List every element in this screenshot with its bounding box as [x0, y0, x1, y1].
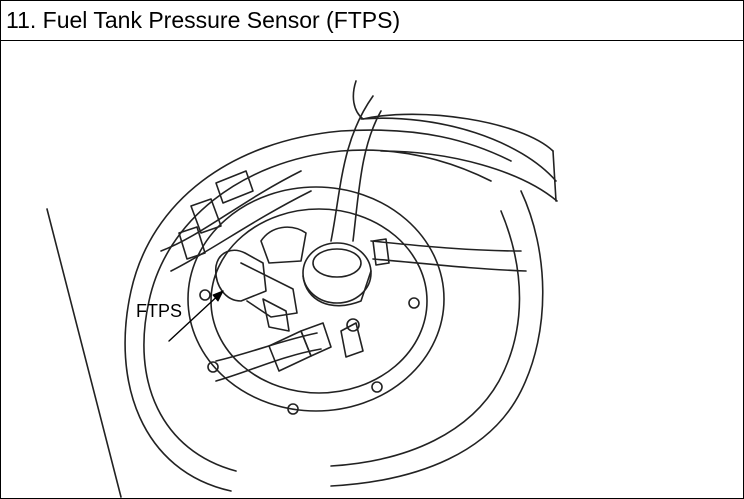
- housing-top-curve-2: [360, 117, 557, 182]
- pump-flange-inner: [210, 208, 428, 394]
- central-cap-top: [312, 248, 362, 278]
- central-cap: [302, 242, 372, 304]
- fuel-pump-assembly-diagram: [46, 80, 558, 498]
- ftps-callout-label: FTPS: [136, 301, 183, 321]
- flange-bolt-1: [199, 289, 211, 301]
- hose-lower-run-2: [215, 332, 318, 362]
- bracket-top: [260, 226, 307, 264]
- hose-upper-left-run: [160, 170, 302, 252]
- hose-upper-left-run-2: [170, 190, 312, 272]
- tank-ring-4: [330, 210, 521, 467]
- fitting-lower-2: [300, 322, 332, 357]
- hose-upper-left: [330, 95, 374, 242]
- flange-bolt-5: [408, 297, 420, 309]
- central-cap-base: [302, 270, 372, 307]
- valve-right: [340, 322, 364, 358]
- pump-flange-outer: [187, 186, 445, 412]
- fitting-mid-left: [178, 226, 206, 260]
- title-bar: 11. Fuel Tank Pressure Sensor (FTPS): [1, 1, 743, 41]
- flange-bolt-4: [371, 381, 383, 393]
- ftps-connector: [262, 298, 290, 332]
- valve-right-cap: [346, 318, 360, 332]
- fitting-upper-left-2: [215, 170, 254, 204]
- page-title: 11. Fuel Tank Pressure Sensor (FTPS): [6, 7, 401, 33]
- tank-outer-ring: [124, 129, 512, 492]
- fitting-lower: [268, 330, 312, 372]
- hose-upper-right: [352, 110, 382, 242]
- hose-right-upper: [370, 240, 522, 252]
- flange-bolt-3: [287, 403, 299, 415]
- hose-right-lower: [372, 258, 527, 272]
- tank-ring-2: [143, 149, 492, 472]
- callout-arrowhead: [212, 290, 224, 302]
- ftps-sensor-bracket: [240, 262, 298, 318]
- flange-bolt-2: [207, 361, 219, 373]
- tank-ring-3: [330, 190, 544, 487]
- fitting-upper-left: [190, 198, 222, 234]
- callout-leader-line: [168, 290, 224, 342]
- body-edge-line: [46, 208, 122, 498]
- hose-lower-run: [215, 348, 322, 382]
- housing-top-curve: [352, 80, 554, 152]
- hose-clamp-right: [372, 238, 390, 266]
- ftps-sensor-body: [215, 249, 267, 302]
- housing-right-edge: [552, 150, 557, 202]
- housing-bottom-line: [380, 150, 558, 202]
